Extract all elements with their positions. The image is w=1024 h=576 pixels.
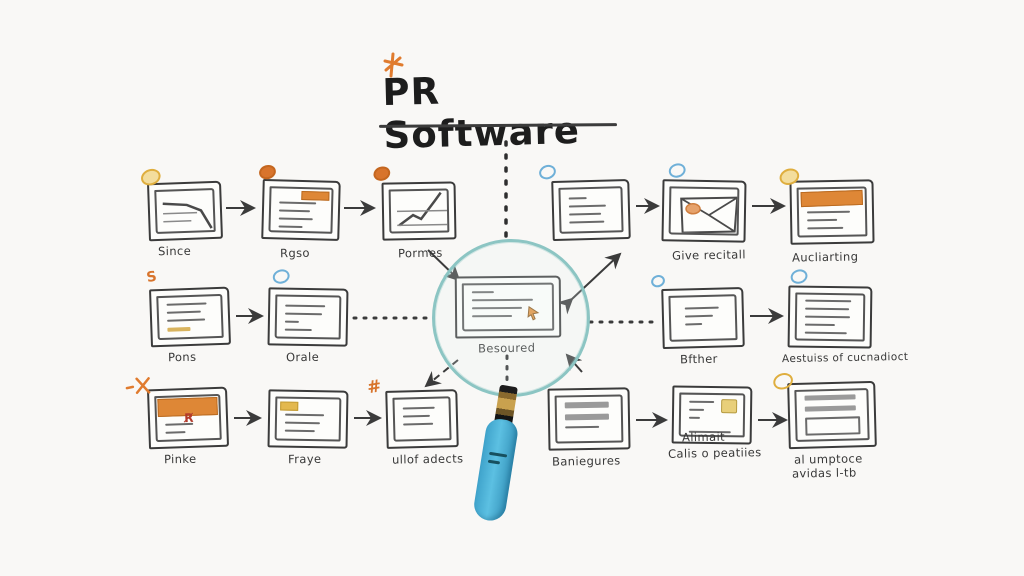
- node-label: Rgso: [279, 245, 311, 261]
- rising-chart-icon: [396, 191, 450, 227]
- yellow-tag: [280, 401, 299, 411]
- node-mid-3[interactable]: [649, 273, 745, 350]
- orange-tab: [301, 191, 330, 201]
- sketch-frame: [661, 286, 745, 350]
- node-label: Alimait: [681, 429, 726, 445]
- blue-oval-badge: [788, 267, 810, 286]
- sketch-frame: [267, 389, 349, 449]
- sketch-frame: [551, 178, 631, 242]
- declining-chart-icon: [162, 202, 213, 229]
- sketch-frame: [385, 389, 459, 449]
- arrow-lens-top4-double: [556, 252, 622, 315]
- node-label: ullof adects: [391, 451, 464, 467]
- magnifier-handle: [470, 383, 525, 527]
- sketch-frame: [787, 285, 873, 349]
- page-title: PR Software: [381, 69, 581, 158]
- node-mid-4[interactable]: [787, 267, 873, 349]
- node-mid-2[interactable]: [267, 267, 349, 347]
- node-label: Aestuiss of cucnadioct: [781, 350, 909, 366]
- node-label: Pons: [167, 349, 197, 365]
- node-center[interactable]: [454, 275, 562, 339]
- node-sublabel: avidas l-tb: [791, 465, 857, 481]
- title-accent-mark: [382, 52, 404, 78]
- node-sublabel: Calis o peatiies: [667, 445, 762, 461]
- yellow-cube-icon: [721, 399, 738, 414]
- sketch-frame: [787, 380, 877, 450]
- sketch-frame: [454, 275, 562, 339]
- node-top-4[interactable]: [537, 162, 631, 242]
- node-bot-1[interactable]: R̸: [125, 377, 230, 450]
- blue-oval-badge: [271, 267, 292, 286]
- node-top-2[interactable]: [257, 162, 341, 242]
- orange-header: [800, 189, 864, 208]
- sketch-frame: [261, 178, 341, 242]
- blue-oval-badge: [537, 162, 558, 182]
- node-top-5[interactable]: [661, 161, 747, 243]
- blue-oval-badge: [667, 161, 688, 180]
- node-label: Besoured: [477, 340, 536, 356]
- node-bot-3[interactable]: #: [366, 376, 459, 449]
- node-label: Baniegures: [551, 453, 621, 469]
- node-label: Fraye: [287, 451, 322, 467]
- node-label: Aucliarting: [791, 249, 859, 265]
- arrow-baniegures-to-lens: [565, 353, 583, 373]
- node-top-1[interactable]: [138, 166, 223, 242]
- envelope-icon: [680, 196, 739, 234]
- magnifier-handle-body: [471, 417, 520, 523]
- node-top-6[interactable]: [777, 165, 875, 245]
- node-bot-4[interactable]: [547, 387, 631, 451]
- node-label: Orale: [285, 349, 320, 365]
- node-mid-1[interactable]: S: [145, 269, 231, 348]
- node-bot-2[interactable]: [267, 389, 349, 449]
- orange-oval-badge: [371, 164, 393, 184]
- sketch-frame: [789, 179, 875, 245]
- sketch-frame: [267, 287, 349, 347]
- orange-scribble-badge: S: [145, 268, 158, 287]
- node-label: Pinke: [163, 451, 197, 467]
- sketch-frame: [661, 179, 747, 243]
- blue-oval-badge: [649, 273, 667, 290]
- orange-hash-mark: #: [365, 376, 383, 399]
- sketch-frame: [547, 387, 631, 451]
- sketch-frame: [149, 286, 231, 348]
- dashed-arrow-lens-ullof: [424, 359, 459, 388]
- cursor-click-icon: [526, 305, 540, 321]
- node-label: Since: [157, 243, 192, 259]
- sketch-frame: R̸: [146, 386, 230, 450]
- node-bot-6[interactable]: [771, 370, 877, 450]
- node-label: Give recitall: [671, 247, 746, 263]
- node-label: Pormes: [397, 245, 443, 261]
- node-label: al umptoce: [793, 451, 863, 467]
- orange-x-mark: [125, 375, 156, 402]
- node-label: Bfther: [679, 351, 718, 367]
- sketch-frame: [381, 181, 457, 241]
- sketch-frame: [147, 180, 223, 242]
- node-top-3[interactable]: [371, 164, 457, 241]
